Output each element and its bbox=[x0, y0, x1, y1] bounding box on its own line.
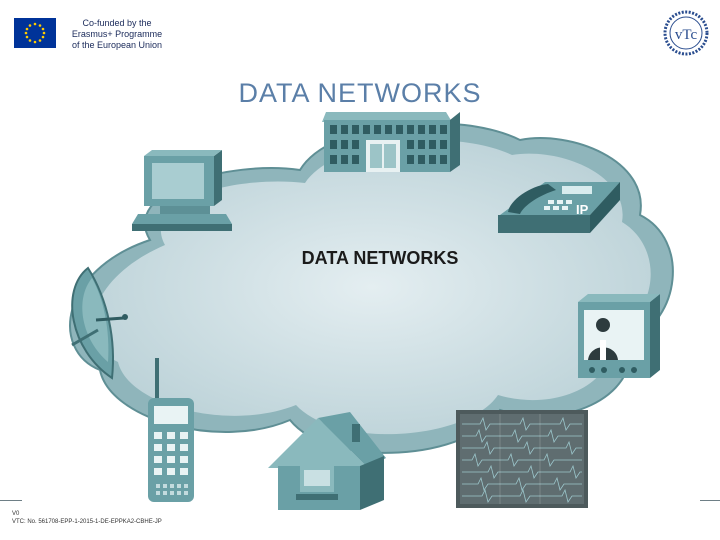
vtc-logo: vTc bbox=[660, 10, 712, 56]
slide-title: DATA NETWORKS bbox=[238, 78, 482, 108]
footer-version: V0 bbox=[12, 511, 20, 517]
logo-text: vTc bbox=[675, 27, 698, 43]
footer-reference: VTC: No. 561708-EPP-1-2015-1-DE-EPPKA2-C… bbox=[12, 519, 162, 525]
eu-flag-icon bbox=[14, 18, 56, 48]
funding-line: Erasmus+ Programme bbox=[71, 29, 163, 39]
ip-label: IP bbox=[576, 202, 589, 217]
cloud-label: DATA NETWORKS bbox=[301, 248, 459, 268]
ecg-monitor-icon bbox=[456, 410, 588, 508]
building-icon bbox=[322, 112, 460, 172]
funding-text: Co-funded by the Erasmus+ Programme of t… bbox=[62, 18, 172, 51]
footer-divider bbox=[700, 500, 720, 501]
tv-icon bbox=[578, 294, 660, 378]
footer-divider bbox=[0, 500, 22, 501]
satellite-dish-icon bbox=[71, 266, 128, 380]
ip-phone-icon: IP bbox=[498, 182, 620, 233]
mobile-phone-icon bbox=[148, 358, 194, 502]
computer-icon bbox=[132, 150, 232, 231]
funding-line: of the European Union bbox=[71, 40, 163, 50]
funding-line: Co-funded by the bbox=[82, 18, 152, 28]
house-icon bbox=[268, 412, 386, 510]
